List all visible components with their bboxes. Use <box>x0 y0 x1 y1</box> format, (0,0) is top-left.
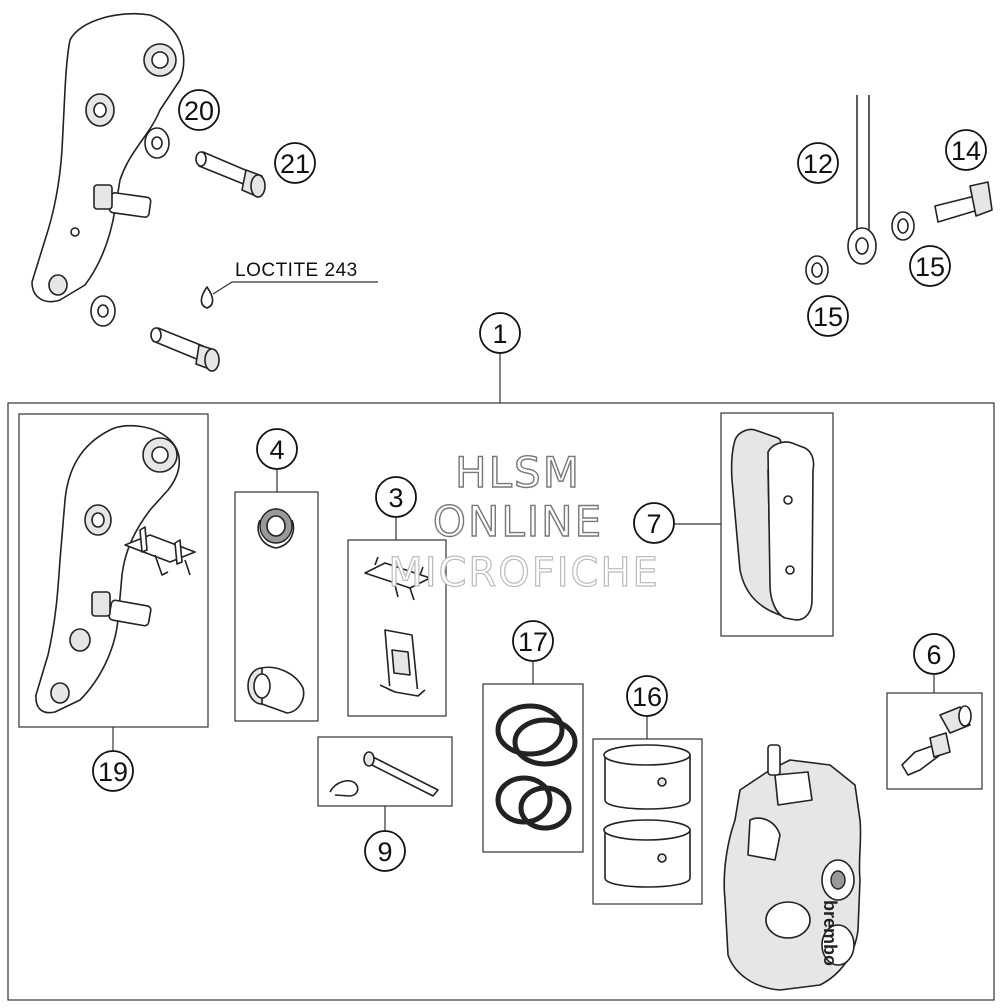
svg-text:21: 21 <box>280 149 310 179</box>
callout-4: 4 <box>256 428 298 470</box>
banjo-bolt-14 <box>934 181 993 223</box>
dust-boot-4 <box>257 508 295 549</box>
callout-19: 19 <box>92 750 134 792</box>
loctite-drop-icon <box>200 286 214 309</box>
svg-text:15: 15 <box>915 252 945 282</box>
callout-15b: 15 <box>807 295 849 337</box>
callout-20: 20 <box>178 89 220 131</box>
callout-15a: 15 <box>909 245 951 287</box>
spring-plate-3b <box>379 629 426 697</box>
piston-seal-rings-17 <box>495 703 578 831</box>
caliper-support-bracket-top <box>31 12 185 303</box>
callout-7: 7 <box>633 502 675 544</box>
callout-21: 21 <box>274 142 316 184</box>
bolt-21a <box>195 151 266 198</box>
callout-16: 16 <box>626 675 668 717</box>
loctite-leader-line <box>212 281 378 295</box>
caliper-support-bracket-19 <box>35 424 180 714</box>
kit-box-3 <box>347 539 447 717</box>
callout-9: 9 <box>364 830 406 872</box>
guide-pin-boot-4 <box>247 666 305 714</box>
washer-20a <box>144 127 170 159</box>
assembly-1-frame <box>7 402 995 1001</box>
svg-text:6: 6 <box>926 640 941 670</box>
spring-plate-3a <box>364 556 431 601</box>
washer-20b <box>90 295 116 327</box>
svg-text:16: 16 <box>632 682 662 712</box>
svg-text:1: 1 <box>492 319 507 349</box>
brake-caliper-body <box>723 744 862 991</box>
svg-text:9: 9 <box>377 837 392 867</box>
svg-text:3: 3 <box>388 483 403 513</box>
copper-washer-15b <box>805 255 829 285</box>
callout-1: 1 <box>479 312 521 354</box>
loctite-note: LOCTITE 243 <box>235 260 358 281</box>
brake-line-12 <box>847 95 877 265</box>
svg-text:15: 15 <box>813 302 843 332</box>
svg-text:19: 19 <box>98 757 128 787</box>
pistons-16 <box>603 744 691 888</box>
copper-washer-15a <box>891 211 915 241</box>
callout-14: 14 <box>945 129 987 171</box>
svg-text:14: 14 <box>951 136 981 166</box>
caliper-brand-mark: brembo <box>820 900 840 966</box>
r-clip-9 <box>329 780 359 797</box>
pad-spring-clip-19 <box>124 526 196 576</box>
pad-pin-9 <box>363 751 439 797</box>
svg-text:7: 7 <box>646 509 661 539</box>
callout-12: 12 <box>797 142 839 184</box>
callout-3: 3 <box>375 476 417 518</box>
bleeder-valve-6 <box>901 705 972 776</box>
svg-text:12: 12 <box>803 149 833 179</box>
watermark-line-1: HLSM <box>455 448 581 497</box>
bolt-21b <box>150 327 220 372</box>
watermark: HLSM ONLINE MICROFICHE <box>388 447 660 596</box>
svg-text:17: 17 <box>518 627 548 657</box>
svg-text:20: 20 <box>184 96 214 126</box>
callout-6: 6 <box>913 633 955 675</box>
watermark-line-3: MICROFICHE <box>388 550 660 596</box>
watermark-line-2: ONLINE <box>433 497 603 546</box>
svg-text:4: 4 <box>269 435 284 465</box>
callout-17: 17 <box>512 620 554 662</box>
brake-pad-7 <box>730 428 815 621</box>
